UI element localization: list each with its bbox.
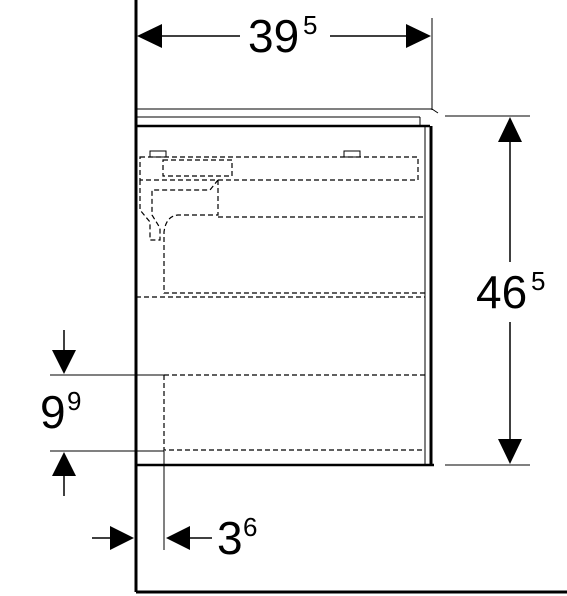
drawer-arrow-top <box>52 350 76 374</box>
height-arrow-bottom <box>498 439 522 464</box>
siphon-outline <box>139 179 219 241</box>
wall-offset-value: 3 <box>217 512 243 564</box>
width-value: 39 <box>248 10 299 62</box>
height-value-sup: 5 <box>531 266 545 296</box>
offset-arrow-left <box>110 526 134 550</box>
width-value-sup: 5 <box>303 10 317 40</box>
drawer-height-value: 9 <box>40 386 66 438</box>
drawer-arrow-bottom <box>52 452 76 476</box>
width-arrow-right <box>406 24 431 48</box>
left-fixing <box>149 150 167 158</box>
right-fixing <box>343 150 361 158</box>
drawer-height-dimension: 9 9 <box>40 330 81 496</box>
wall-offset-dimension: 3 6 <box>92 512 257 564</box>
basin-fixings <box>149 150 361 158</box>
basin-inner-outline <box>162 159 233 177</box>
height-value: 46 <box>476 266 527 318</box>
countertop-tip <box>431 108 439 114</box>
width-arrow-left <box>137 24 162 48</box>
height-arrow-top <box>498 117 522 142</box>
cabinet-body <box>136 108 439 467</box>
upper-drawer-outline <box>163 180 425 294</box>
drawer-height-value-sup: 9 <box>67 386 81 416</box>
offset-arrow-right <box>166 526 190 550</box>
lower-drawer-outline <box>163 374 425 451</box>
width-dimension: 39 5 <box>137 10 431 62</box>
wall-and-floor <box>134 0 567 594</box>
wall-offset-value-sup: 6 <box>243 512 257 542</box>
hidden-lines <box>136 156 425 451</box>
height-dimension: 46 5 <box>476 117 545 464</box>
basin-bowl-outline <box>139 156 419 181</box>
extension-lines <box>50 18 530 550</box>
